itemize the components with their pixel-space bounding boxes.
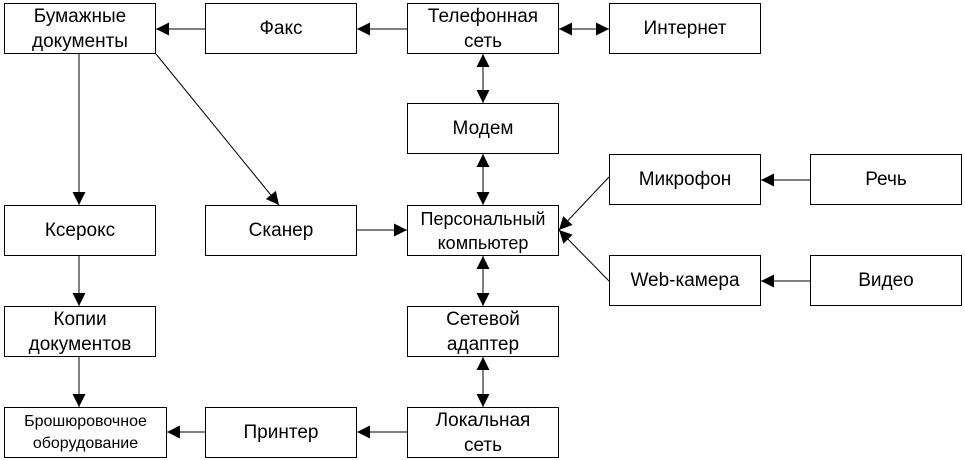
- node-label: Принтер: [243, 422, 319, 443]
- node-label: Интернет: [643, 18, 727, 39]
- node-label: Видео: [858, 270, 914, 291]
- node-label: Сетевой адаптер: [446, 308, 520, 355]
- node-label: Копии документов: [28, 308, 132, 355]
- node-label: Микрофон: [638, 169, 732, 190]
- node-network-adapter: Сетевой адаптер: [407, 306, 559, 357]
- node-printer: Принтер: [205, 407, 357, 458]
- node-modem: Модем: [407, 103, 559, 154]
- node-personal-computer: Персональный компьютер: [407, 205, 559, 256]
- node-label: Факс: [259, 18, 303, 39]
- edge-mic-to-pc: [558, 176, 610, 231]
- node-microphone: Микрофон: [609, 154, 761, 205]
- node-local-network: Локальная сеть: [407, 407, 559, 458]
- node-internet: Интернет: [609, 3, 761, 54]
- node-scanner: Сканер: [205, 205, 357, 256]
- node-label: Персональный компьютер: [420, 208, 546, 253]
- node-label: Телефонная сеть: [427, 5, 539, 52]
- node-speech: Речь: [810, 154, 962, 205]
- node-binding-equipment: Брошюровочное оборудование: [4, 407, 167, 458]
- node-telephone-network: Телефонная сеть: [407, 3, 559, 54]
- edge-webcam-to-pc: [558, 229, 610, 282]
- node-fax: Факс: [205, 3, 357, 54]
- node-label: Web-камера: [630, 270, 740, 291]
- node-paper-documents: Бумажные документы: [4, 3, 156, 54]
- edge-paper-to-scanner: [155, 53, 280, 206]
- node-document-copies: Копии документов: [4, 306, 156, 357]
- node-xerox: Ксерокс: [4, 205, 156, 256]
- node-label: Ксерокс: [44, 220, 116, 241]
- node-label: Сканер: [248, 220, 314, 241]
- node-label: Бумажные документы: [32, 5, 128, 52]
- node-label: Модем: [452, 118, 514, 139]
- node-video: Видео: [810, 255, 962, 306]
- node-webcam: Web-камера: [609, 255, 761, 306]
- node-label: Брошюровочное оборудование: [24, 412, 147, 452]
- node-label: Локальная сеть: [435, 409, 531, 456]
- node-label: Речь: [865, 169, 907, 190]
